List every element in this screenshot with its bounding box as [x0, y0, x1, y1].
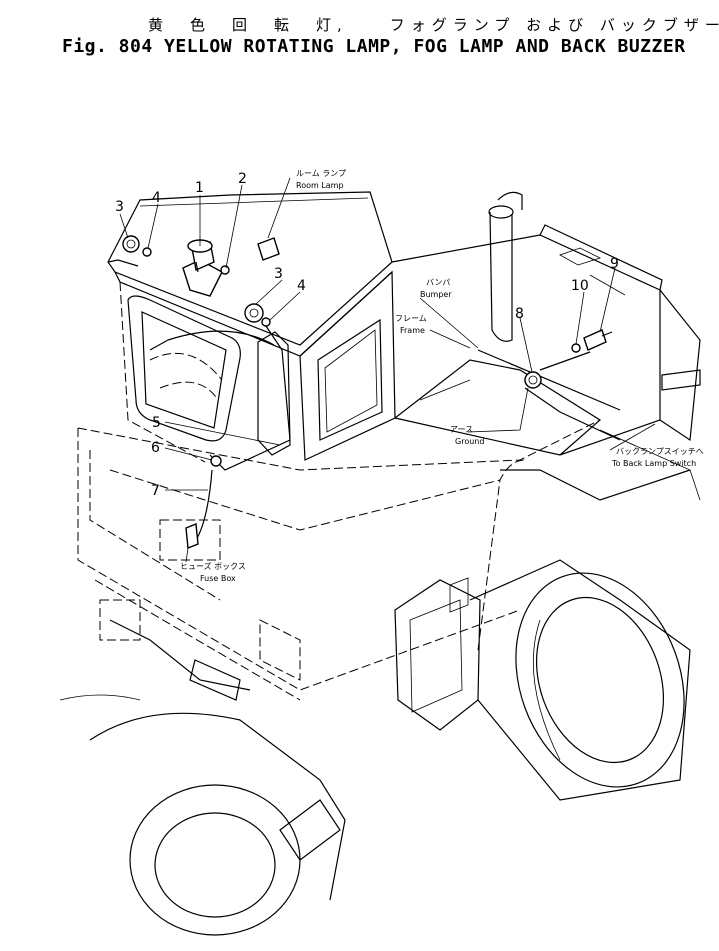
fuse-box-label-jp: ヒューズ ボックス	[180, 561, 246, 571]
room-lamp-label-jp: ルーム ランプ	[296, 169, 346, 178]
callout-9: 9	[610, 256, 619, 272]
callout-3a: 3	[115, 199, 124, 215]
japanese-title: 黄 色 回 転 灯, フォグランプ および バックブザー	[148, 16, 719, 34]
part-labels: ルーム ランプ Room Lamp バンパ Bumper フレーム Frame …	[180, 169, 704, 583]
bumper-label-en: Bumper	[420, 290, 452, 299]
callout-4b: 4	[297, 278, 306, 294]
exhaust-stack	[488, 191, 523, 342]
fog-lamp-left	[107, 235, 152, 267]
front-wheel	[59, 619, 346, 936]
cab-roof	[107, 191, 393, 357]
bumper-label-jp: バンパ	[426, 278, 450, 287]
ground-label-jp: アース	[450, 425, 473, 434]
frame-label-en: Frame	[400, 326, 425, 335]
callout-7: 7	[151, 483, 160, 499]
callout-1: 1	[195, 180, 204, 196]
chassis	[77, 419, 701, 801]
yellow-rotating-lamp	[182, 239, 230, 297]
cab-body	[119, 270, 396, 463]
room-lamp-label-en: Room Lamp	[296, 181, 344, 190]
frame-label-jp: フレーム	[395, 314, 427, 323]
leader-lines	[119, 177, 656, 563]
callouts: 1 2 3 4 3 4 5 6 7 8 9 10	[115, 171, 619, 499]
callout-10: 10	[571, 278, 589, 294]
engine-hood	[391, 224, 701, 456]
back-buzzer	[524, 329, 621, 441]
wiring-harness	[149, 325, 291, 549]
figure-title: Fig. 804 YELLOW ROTATING LAMP, FOG LAMP …	[62, 36, 686, 57]
fog-lamp-right	[244, 303, 271, 327]
callout-3b: 3	[274, 266, 283, 282]
back-lamp-switch-label-en: To Back Lamp Switch	[611, 459, 696, 468]
callout-5: 5	[152, 415, 161, 431]
ground-label-en: Ground	[455, 437, 484, 446]
callout-4a: 4	[152, 190, 161, 206]
rear-wheel	[515, 572, 685, 788]
fuse-box-label-en: Fuse Box	[200, 574, 236, 583]
room-lamp	[257, 237, 280, 261]
callout-2: 2	[238, 171, 247, 187]
back-lamp-switch-label-jp: バックランプスイッチへ	[616, 447, 704, 456]
callout-6: 6	[151, 440, 160, 456]
callout-8: 8	[515, 306, 524, 322]
